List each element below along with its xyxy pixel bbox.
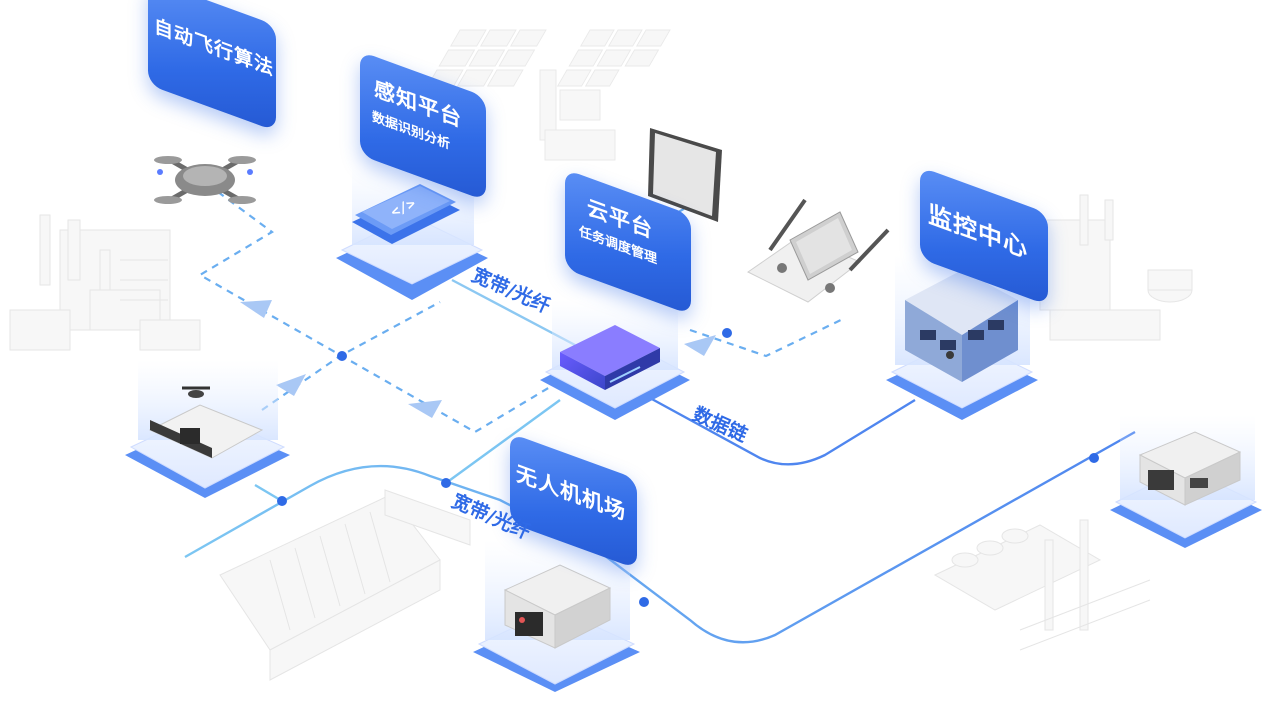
substation-illustration [933, 519, 1151, 651]
drone-airport-box [503, 564, 612, 649]
signal-arrow-icon [408, 400, 442, 418]
signal-arrow-icon [276, 374, 306, 396]
signal-arrow-icon [684, 335, 716, 356]
link-node-dot [639, 597, 649, 607]
dam-illustration [219, 489, 471, 681]
remote-controller-device [747, 198, 890, 303]
solar-panels-illustration [426, 29, 671, 161]
dashed-wireless-links [197, 191, 846, 434]
cloud-server-box [560, 325, 660, 390]
quadcopter-drone [154, 156, 256, 204]
tablet-device [648, 128, 722, 222]
connection-dots [277, 328, 1099, 607]
flight-algorithm-title: 自动飞行算法 [154, 14, 275, 81]
code-window-icon: </> [352, 184, 460, 244]
signal-arrow-icons [240, 300, 716, 418]
power-plant-illustration-right [1039, 194, 1193, 341]
drone-dock-small [148, 386, 264, 459]
monitoring-room [905, 270, 1018, 382]
link-node-dot [337, 351, 347, 361]
right-station-box [1138, 431, 1242, 506]
link-node-dot [722, 328, 732, 338]
link-node-dot [277, 496, 287, 506]
monitoring-center-title: 监控中心 [928, 199, 1028, 265]
power-plant-illustration-left [9, 214, 201, 351]
signal-arrow-icon [240, 300, 272, 318]
link-node-dot [441, 478, 451, 488]
link-node-dot [1089, 453, 1099, 463]
